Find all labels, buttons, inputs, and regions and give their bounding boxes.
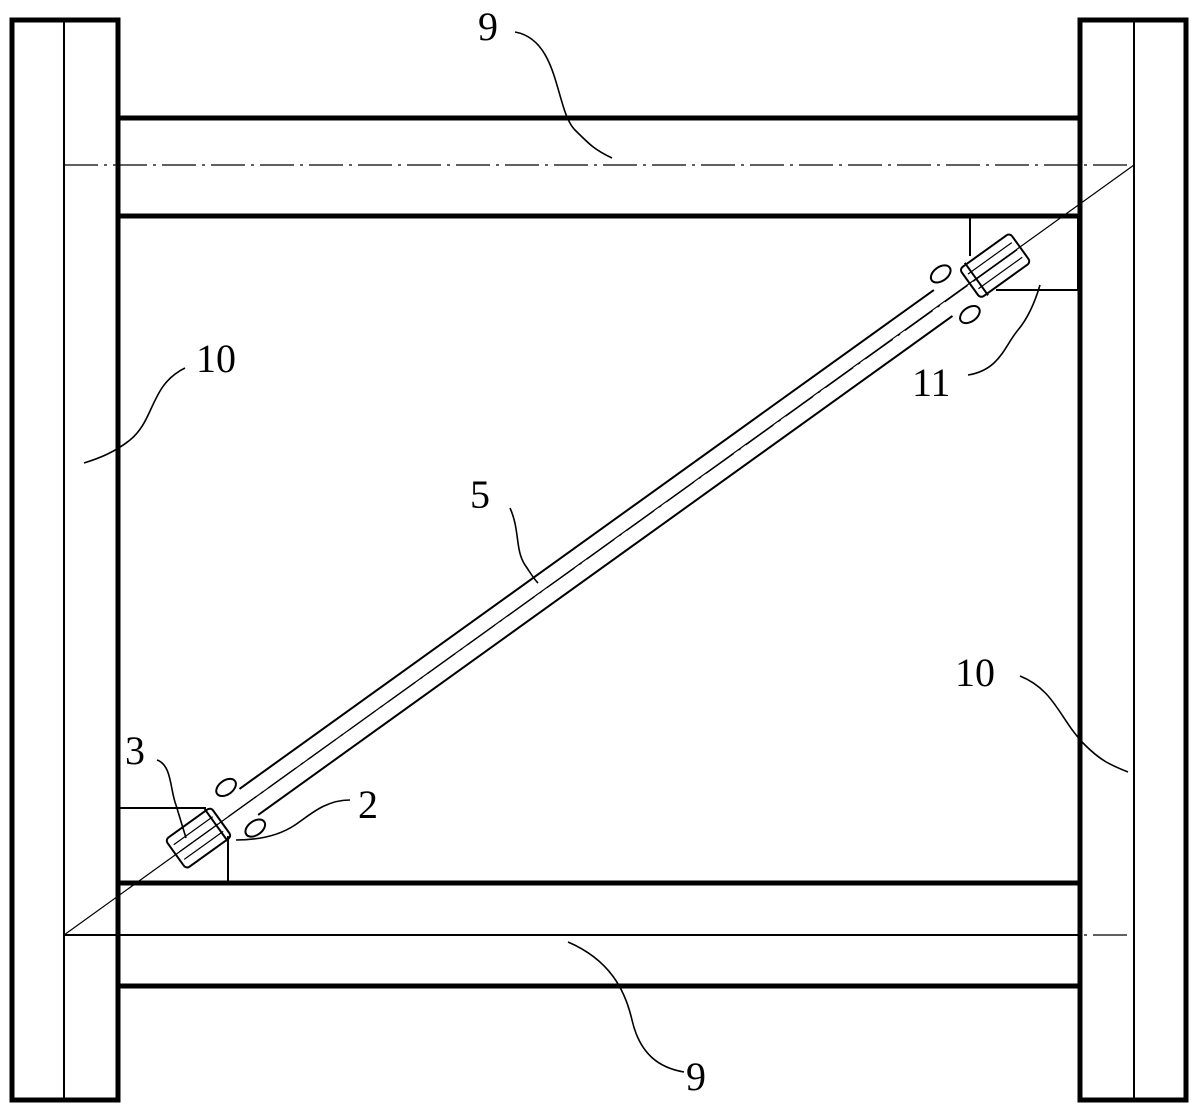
- top-gusset-plate: [969, 215, 1079, 291]
- right-column: [1077, 17, 1189, 1103]
- leader-gusset: [967, 284, 1041, 376]
- leader-lines: [83, 31, 1129, 1073]
- label-brace: 5: [470, 472, 490, 517]
- label-column-right: 10: [955, 650, 995, 695]
- leader-brace: [509, 507, 539, 584]
- top-beam: [118, 115, 1080, 219]
- label-beam-bottom: 9: [686, 1054, 706, 1099]
- bottom-gusset-plate: [118, 807, 229, 883]
- label-end-plate: 3: [125, 728, 145, 773]
- left-column: [9, 17, 121, 1103]
- label-column-left: 10: [196, 336, 236, 381]
- bottom-bolts: [215, 777, 267, 838]
- bottom-end-plate: [165, 807, 232, 869]
- leader-end-plate: [156, 759, 187, 839]
- leader-top-beam: [514, 31, 613, 159]
- top-bolts: [929, 264, 981, 325]
- label-beam-top: 9: [478, 4, 498, 49]
- part-labels: 9 9 10 10 5 3 2 11: [125, 4, 995, 1099]
- leader-bolt: [235, 799, 351, 841]
- top-end-plate: [960, 233, 1031, 298]
- leader-right-column: [1019, 675, 1129, 773]
- label-gusset: 11: [912, 360, 951, 405]
- leader-bottom-beam: [567, 941, 685, 1073]
- label-bolt: 2: [358, 782, 378, 827]
- brace-member: [165, 233, 1031, 869]
- leader-left-column: [83, 367, 186, 464]
- centerlines: [63, 30, 1135, 1095]
